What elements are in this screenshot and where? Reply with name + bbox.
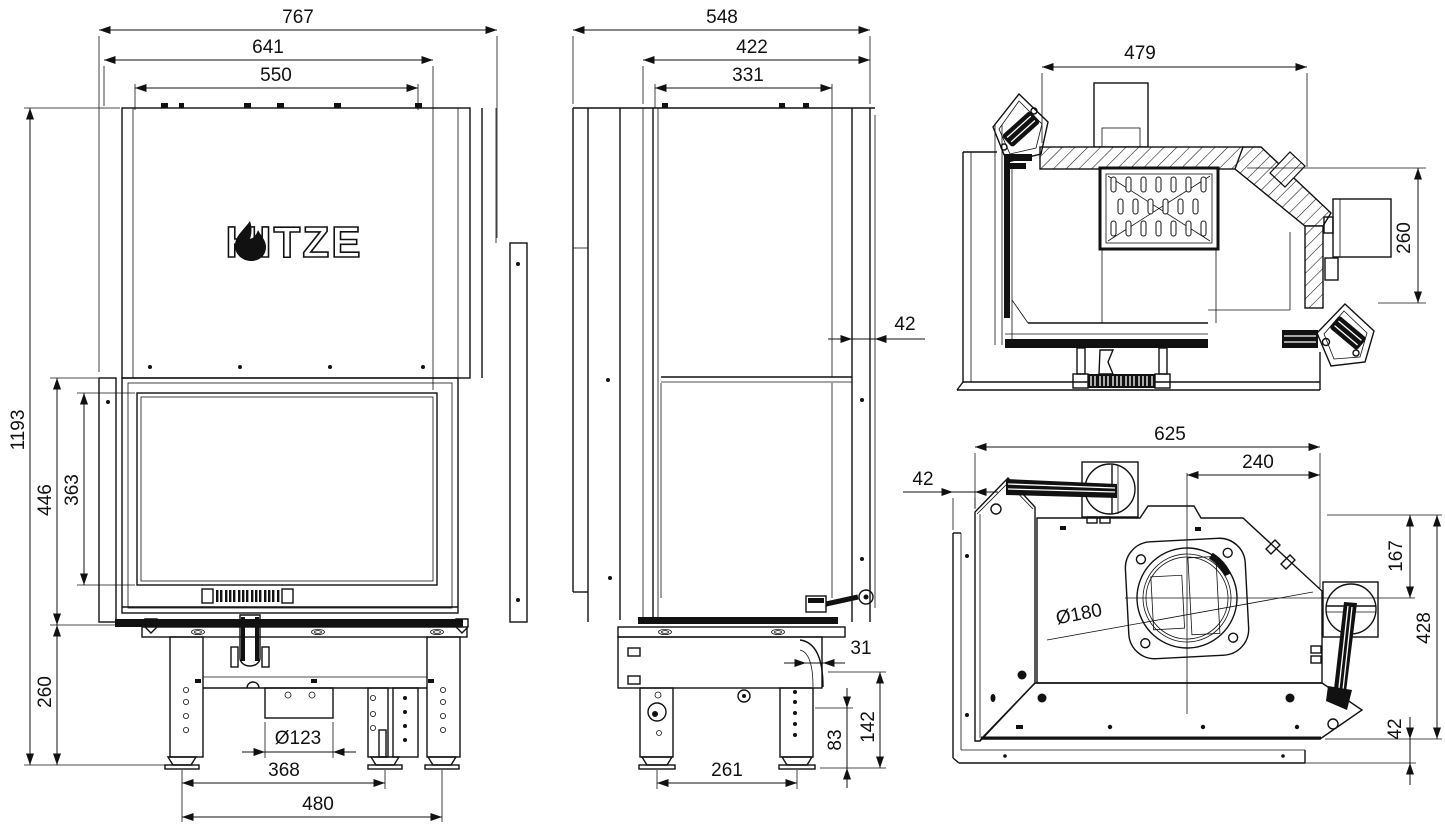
dim-side-base-height: 142 [858,711,879,743]
hinge-spring-right [1322,581,1379,710]
dim-section-top-width: 479 [1124,43,1156,64]
dim-side-glass-depth: 331 [732,65,764,86]
flue-collar: Ø180 [1046,473,1415,714]
dim-front-glass-height: 363 [62,474,83,506]
front-body: HITZE [121,103,497,379]
dim-front-feet-outer: 480 [302,794,334,815]
front-view: HITZE [8,7,528,822]
rear-flue-connector [1332,198,1392,258]
door-glass [136,392,438,586]
brand-logo-group: HITZE [225,217,362,268]
dim-side-overall-depth: 548 [706,7,738,28]
section-top [1039,82,1392,309]
glass-section [1004,158,1010,318]
dim-top-overall-depth: 428 [1414,612,1435,644]
dim-top-flue-diameter: Ø180 [1054,600,1104,629]
dim-side-feet-span: 261 [711,760,743,781]
dim-top-flue-from-front: 167 [1386,540,1407,572]
front-side-strips [98,242,528,623]
section-interior [1005,166,1291,389]
door-handle [805,589,874,613]
dim-front-overall-width: 767 [282,7,314,28]
air-grille [201,588,294,604]
dim-side-rear-offset: 31 [850,638,871,659]
side-base-stand [617,626,846,770]
dim-front-total-height: 1193 [8,410,29,451]
side-dimensions: 548 422 331 42 31 83 142 261 [572,7,925,789]
front-door [115,377,463,627]
front-dimensions: 767 641 550 1193 446 363 260 Ø123 [8,7,498,822]
top-view: Ø180 625 240 42 167 428 42 [903,424,1442,785]
dim-front-glass-width: 550 [260,65,292,86]
dim-top-bottom-gap: 42 [1385,718,1406,739]
flame-icon [235,221,266,261]
dim-section-rear-height: 260 [1394,222,1415,254]
deflector-grate [1098,166,1220,251]
side-sill [638,617,838,624]
front-base-stand [141,614,469,770]
rear-elbow [799,639,824,688]
door-sill [115,619,463,627]
dim-top-flue-offset: 240 [1242,452,1274,473]
top-left-panel [974,476,1036,742]
hinge-bottom-right [1282,303,1375,367]
dim-front-base-height: 260 [35,676,56,708]
flue-projection [264,687,334,719]
dim-front-feet-inner: 368 [268,760,300,781]
dim-front-flue-diameter: Ø123 [275,728,321,749]
hinge-spring-top [1006,461,1139,524]
top-dimensions: 625 240 42 167 428 42 [903,424,1442,785]
section-view: 479 260 [956,43,1426,391]
top-main-plate [1036,505,1323,684]
section-shell [956,125,1321,391]
section-dimensions: 479 260 [1041,43,1426,304]
dim-front-body-width: 641 [252,37,284,58]
door-latch [230,614,270,668]
dim-side-leg-height: 83 [825,729,846,750]
hinge-top-left [992,92,1049,169]
dim-front-door-height: 446 [35,484,56,516]
dim-side-rear-gap: 42 [894,314,915,335]
dim-top-overall-width: 625 [1154,424,1186,445]
dim-top-left-gap: 42 [912,469,933,490]
side-view: 548 422 331 42 31 83 142 261 [572,7,925,789]
top-plate [1039,146,1244,170]
side-body [572,103,876,624]
top-trim-angle [952,532,1306,764]
top-front-apron [979,682,1364,740]
dim-side-body-depth: 422 [736,37,768,58]
